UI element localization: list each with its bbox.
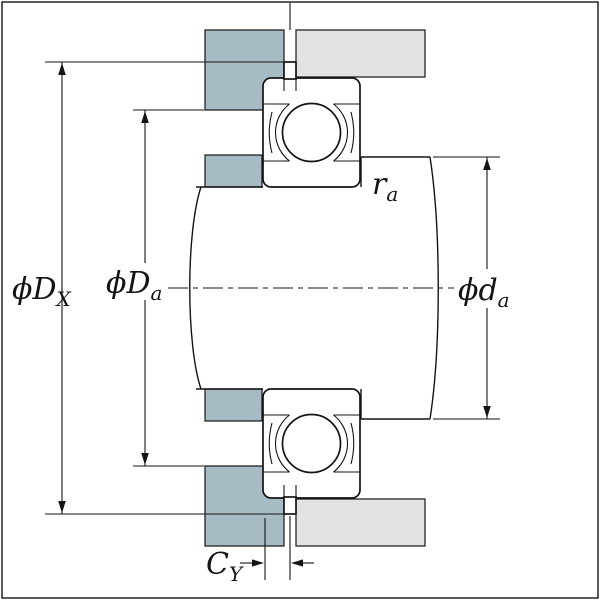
arrowhead-down: [483, 406, 491, 418]
snap-ring-bottom: [283, 496, 297, 515]
da-shaft-label: ϕda: [458, 273, 510, 312]
shield-groove: [350, 422, 355, 465]
dx-label: ϕDX: [12, 272, 72, 311]
da-housing-label: ϕDa: [106, 266, 162, 305]
bearing-ball: [281, 413, 342, 474]
dimension-da-shaft: ϕda: [433, 156, 514, 420]
shaft-break-line-left: [189, 186, 202, 390]
bearing-bottom: [262, 388, 361, 515]
snap-ring-groove-top: [283, 79, 297, 91]
dimension-cy: CY: [206, 516, 314, 586]
shield-groove: [350, 111, 355, 154]
arrowhead-left: [291, 559, 303, 567]
arrowhead-up: [483, 158, 491, 170]
da-letter: D: [125, 266, 150, 301]
housing-block-top: [295, 29, 426, 78]
cage-arc-right: [333, 414, 349, 473]
ra-letter: r: [372, 167, 388, 202]
snap-ring-top: [283, 61, 297, 80]
shaft-spacer-top: [204, 154, 263, 188]
phi-symbol: ϕ: [106, 266, 126, 301]
dx-subscript: X: [55, 287, 72, 311]
cage-arc-left: [274, 414, 290, 473]
da-shaft-letter: d: [478, 273, 497, 308]
da-shaft-subscript: a: [498, 288, 510, 312]
ra-subscript: a: [386, 182, 398, 206]
cy-label: CY: [206, 547, 244, 586]
cage-arc-right: [333, 103, 349, 162]
ra-label: ra: [372, 167, 398, 206]
housing-block-bottom: [295, 498, 426, 547]
snap-ring-groove-bottom: [283, 485, 297, 497]
arrowhead-up: [58, 63, 66, 75]
cage-arc-left: [274, 103, 290, 162]
phi-symbol: ϕ: [458, 273, 478, 308]
arrowhead-right: [252, 559, 264, 567]
cy-letter: C: [206, 547, 229, 582]
shield-groove: [268, 422, 273, 465]
label-background: [102, 263, 160, 300]
label-background: [454, 269, 514, 308]
arrowhead-down: [58, 501, 66, 513]
dx-letter: D: [31, 272, 56, 307]
arrowhead-down: [141, 453, 149, 465]
shaft-spacer-bottom: [204, 388, 263, 422]
phi-symbol: ϕ: [12, 272, 32, 307]
bearing-ball: [281, 102, 342, 163]
dimension-da-housing: ϕDa: [102, 109, 204, 467]
arrowhead-up: [141, 111, 149, 123]
shield-groove: [268, 111, 273, 154]
da-subscript: a: [151, 281, 163, 305]
cy-subscript: Y: [229, 562, 244, 586]
dimension-dx: ϕDX: [12, 61, 292, 515]
bearing-top: [262, 61, 361, 188]
